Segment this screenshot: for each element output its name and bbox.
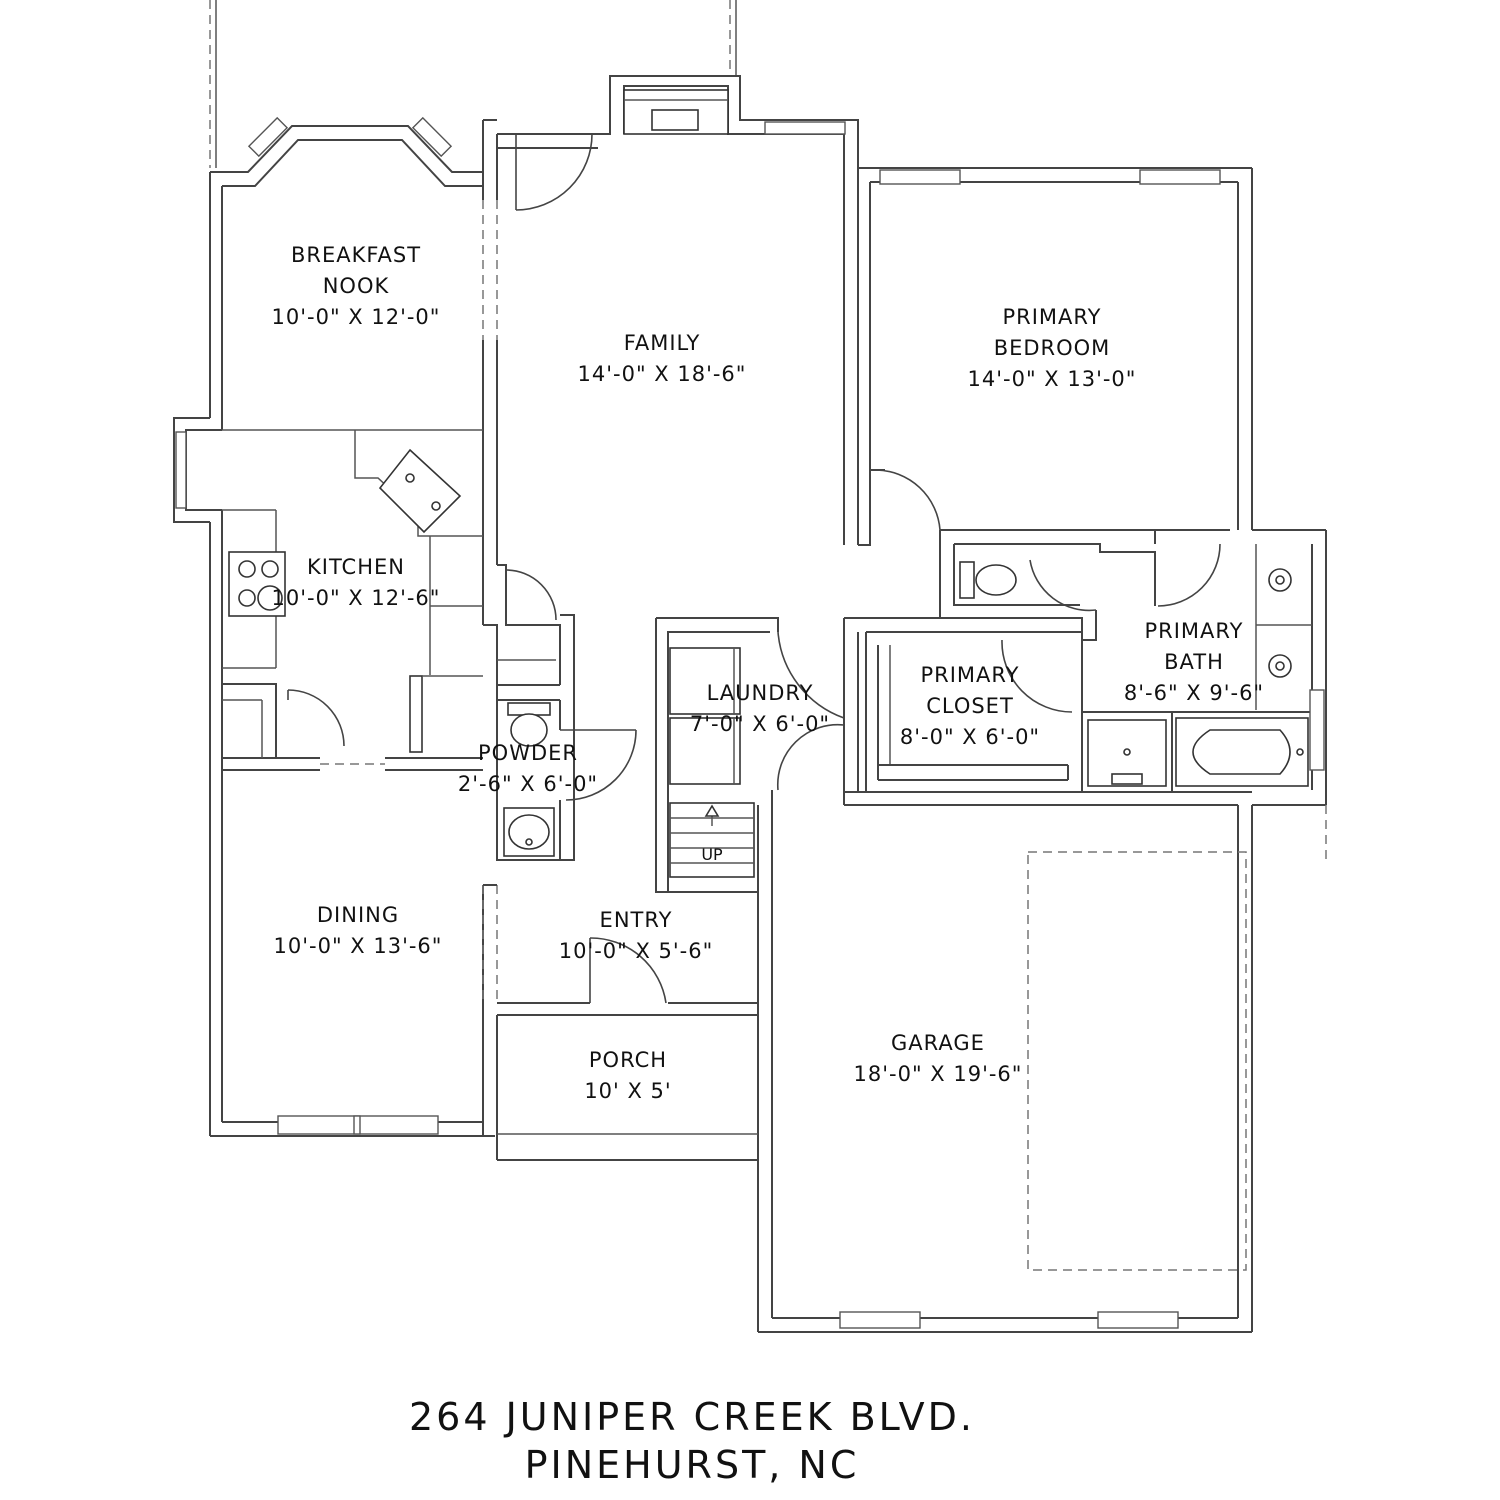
toilet-icon [507,702,551,747]
label-garage: GARAGE 18'-0" X 19'-6" [854,1031,1023,1086]
stairs-label: UP [701,845,723,864]
washer-icon [669,717,741,785]
svg-text:PRIMARY: PRIMARY [1144,619,1243,643]
label-porch: PORCH 10' X 5' [584,1048,671,1103]
svg-text:7'-0" X 6'-0": 7'-0" X 6'-0" [690,712,830,736]
lavatory-icon [503,807,555,857]
svg-text:FAMILY: FAMILY [624,331,701,355]
stairs: UP [669,802,755,878]
address-line-2: PINEHURST, NC [525,1443,860,1487]
label-kitchen: KITCHEN 10'-0" X 12'-6" [272,555,441,610]
laundry-fixtures [669,647,741,785]
svg-text:KITCHEN: KITCHEN [307,555,405,579]
svg-text:POWDER: POWDER [478,741,578,765]
svg-text:ENTRY: ENTRY [600,908,673,932]
svg-text:14'-0" X 18'-6": 14'-0" X 18'-6" [578,362,747,386]
svg-text:PRIMARY: PRIMARY [1002,305,1101,329]
svg-text:LAUNDRY: LAUNDRY [707,681,814,705]
svg-text:8'-0" X 6'-0": 8'-0" X 6'-0" [900,725,1040,749]
toilet-icon [959,561,1017,599]
deck-railing [209,0,737,168]
lavatory-icon [1268,654,1292,678]
svg-text:10'-0" X 13'-6": 10'-0" X 13'-6" [274,934,443,958]
svg-text:NOOK: NOOK [323,274,390,298]
label-laundry: LAUNDRY 7'-0" X 6'-0" [690,681,830,736]
svg-text:8'-6" X 9'-6": 8'-6" X 9'-6" [1124,681,1264,705]
svg-text:CLOSET: CLOSET [926,694,1014,718]
svg-text:10'-0" X 12'-0": 10'-0" X 12'-0" [272,305,441,329]
address-line-1: 264 JUNIPER CREEK BLVD. [409,1395,975,1439]
kitchen-fixtures [222,429,483,753]
label-primary-bath: PRIMARY BATH 8'-6" X 9'-6" [1124,619,1264,705]
dryer-icon [669,647,741,715]
fireplace [623,89,729,135]
powder-fixtures [503,702,555,857]
label-powder: POWDER 2'-6" X 6'-0" [458,741,598,796]
svg-text:GARAGE: GARAGE [891,1031,985,1055]
exterior-walls [173,75,1327,1333]
windows [175,116,1325,1329]
arrow-up-icon [704,804,720,826]
label-family: FAMILY 14'-0" X 18'-6" [578,331,747,386]
shower-icon [1087,719,1167,787]
sink-icon [378,448,462,534]
lavatory-icon [1268,568,1292,592]
svg-text:18'-0" X 19'-6": 18'-0" X 19'-6" [854,1062,1023,1086]
bath-fixtures [959,561,1309,787]
address-title: 264 JUNIPER CREEK BLVD. PINEHURST, NC [409,1395,975,1487]
range-icon [228,551,286,617]
svg-text:10'-0" X 12'-6": 10'-0" X 12'-6" [272,586,441,610]
svg-text:PORCH: PORCH [589,1048,667,1072]
label-primary-closet: PRIMARY CLOSET 8'-0" X 6'-0" [900,663,1040,749]
label-entry: ENTRY 10'-0" X 5'-6" [559,908,714,963]
svg-text:BATH: BATH [1164,650,1224,674]
garage-parking-outline [1027,851,1247,1271]
svg-text:2'-6" X 6'-0": 2'-6" X 6'-0" [458,772,598,796]
label-dining: DINING 10'-0" X 13'-6" [274,903,443,958]
room-labels: BREAKFAST NOOK 10'-0" X 12'-0" FAMILY 14… [272,243,1264,1103]
svg-text:10' X 5': 10' X 5' [584,1079,671,1103]
refrigerator-icon [409,675,483,753]
svg-text:BEDROOM: BEDROOM [994,336,1111,360]
svg-text:PRIMARY: PRIMARY [920,663,1019,687]
label-breakfast-nook: BREAKFAST NOOK 10'-0" X 12'-0" [272,243,441,329]
bathtub-icon [1175,717,1309,787]
svg-text:BREAKFAST: BREAKFAST [291,243,421,267]
svg-text:DINING: DINING [317,903,399,927]
svg-text:10'-0" X 5'-6": 10'-0" X 5'-6" [559,939,714,963]
doors [287,133,1221,1004]
svg-text:14'-0" X 13'-0": 14'-0" X 13'-0" [968,367,1137,391]
label-primary-bedroom: PRIMARY BEDROOM 14'-0" X 13'-0" [968,305,1137,391]
interior-walls [222,200,1327,1000]
